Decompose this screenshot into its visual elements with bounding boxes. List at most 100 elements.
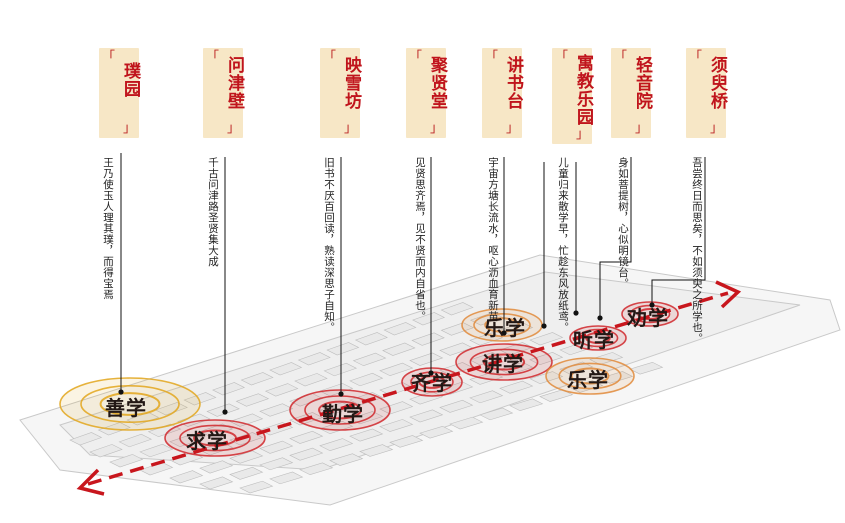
- leader-dot: [118, 389, 124, 395]
- zone-ring: [318, 400, 362, 420]
- poem-xuyuqiao: 吾尝终日而思矣，不如须臾之所学也。: [691, 157, 703, 344]
- zone-label-qixue: 齐学: [411, 371, 453, 395]
- building-block: [411, 332, 445, 346]
- building-block: [409, 352, 444, 366]
- zone-ring: [469, 348, 539, 376]
- zone-rings: [59, 301, 679, 457]
- building-block: [379, 419, 414, 432]
- building-block: [499, 380, 534, 394]
- building-block: [383, 322, 417, 336]
- spot-name: 聚贤堂: [427, 56, 447, 110]
- zone-ring-group: [569, 325, 627, 351]
- zone-label-lexue-upper: 乐学: [484, 316, 526, 340]
- poem-yingxuefang: 旧书不厌百回读，熟读深思子自知。: [323, 157, 335, 333]
- building-block: [235, 393, 270, 407]
- building-block: [440, 322, 475, 336]
- zone-ring-group: [455, 343, 553, 381]
- spot-tag-yujiaoleyuan: 「 寓教乐园 」: [552, 48, 593, 144]
- spot-name: 寓教乐园: [573, 54, 593, 126]
- spot-tag-qingyinyuan: 「 轻音院 」: [611, 48, 652, 138]
- poem-jiangshutai: 宇宙方塘长流水，呕心沥血育新苗: [487, 157, 499, 322]
- leader-dot: [573, 310, 579, 316]
- building-block: [509, 398, 544, 412]
- zone-ring: [99, 392, 161, 416]
- poem-line: 熟读深思子自知。: [323, 245, 335, 333]
- building-block: [289, 430, 324, 444]
- building-block: [229, 432, 264, 446]
- poem-line: 千古问津路: [207, 157, 219, 212]
- building-block: [352, 352, 387, 367]
- spot-name: 映雪坊: [341, 56, 361, 110]
- zone-label-qiuxue: 求学: [186, 429, 228, 453]
- zone-ring: [558, 362, 622, 390]
- poem-line: 王乃使玉人理其璞，: [102, 157, 114, 256]
- route-arrowhead-left: [76, 468, 105, 496]
- building-block: [479, 407, 514, 421]
- spot-name: 问津壁: [224, 56, 244, 110]
- leader-dot: [541, 323, 547, 329]
- poem-qingyinyuan: 身如菩提树，心似明镜台。: [617, 157, 629, 289]
- building-block: [259, 457, 294, 471]
- zone-ring-group: [461, 308, 543, 342]
- leader-dot: [222, 409, 228, 415]
- building-block: [239, 480, 274, 494]
- zone-ring: [473, 312, 531, 337]
- zone-label-jiangxue: 讲学: [482, 352, 524, 376]
- building-block: [469, 390, 504, 404]
- building-block: [439, 399, 474, 413]
- zone-label-qinxue: 勤学: [322, 402, 364, 426]
- poem-puyuan: 王乃使玉人理其璞，而得宝焉: [102, 157, 114, 300]
- zone-ring: [482, 353, 526, 371]
- spot-name: 讲书台: [503, 56, 523, 110]
- building-block: [212, 382, 246, 396]
- building-block: [259, 440, 294, 454]
- zone-label-tingxue: 听学: [573, 328, 615, 352]
- building-block: [297, 352, 331, 366]
- building-block: [206, 403, 240, 417]
- zone-label-quanxue: 劝学: [627, 306, 669, 330]
- poem-line: 忙趁东风放纸鸢。: [557, 245, 569, 333]
- building-block: [118, 433, 153, 448]
- building-block: [319, 438, 354, 452]
- spot-name: 轻音院: [632, 56, 652, 110]
- building-block: [409, 391, 444, 405]
- poem-line: 而得宝焉: [102, 256, 114, 300]
- poem-juxiantang: 见贤思齐焉，见不贤而内自省也。: [414, 157, 426, 322]
- leader-line: [651, 157, 706, 305]
- spot-tag-puyuan: 「 璞园 」: [99, 48, 140, 138]
- zone-ring: [418, 375, 446, 389]
- leader-dot: [597, 315, 603, 321]
- leader-dot: [649, 302, 655, 308]
- building-block: [409, 409, 444, 423]
- building-block: [269, 471, 304, 485]
- spot-tag-xuyuqiao: 「 须臾桥 」: [686, 48, 727, 138]
- building-block: [199, 476, 234, 490]
- poem-line: 不如须臾之所学也。: [691, 245, 703, 344]
- building-block: [439, 381, 474, 395]
- route-arrow: [76, 280, 742, 496]
- building-block: [599, 371, 634, 384]
- poem-line: 儿童归来散学早，: [557, 157, 569, 245]
- spot-tag-yingxuefang: 「 映雪坊 」: [320, 48, 361, 138]
- building-block: [139, 443, 174, 458]
- poem-line: 心似明镜台。: [617, 223, 629, 289]
- poem-wenjinbi: 千古问津路圣贤集大成: [207, 157, 219, 267]
- poem-line: 见不贤而内自省也。: [414, 223, 426, 322]
- poem-line: 旧书不厌百回读，: [323, 157, 335, 245]
- building-block: [259, 403, 294, 417]
- building-block: [629, 361, 664, 375]
- building-block: [199, 460, 234, 474]
- zone-ring: [179, 424, 251, 452]
- building-block: [349, 372, 384, 387]
- zone-ring: [80, 384, 180, 423]
- building-block: [294, 373, 328, 387]
- building-block: [379, 401, 414, 415]
- building-block: [529, 332, 564, 346]
- building-block: [323, 362, 358, 377]
- building-block: [379, 362, 414, 377]
- building-block: [539, 389, 574, 402]
- building-block: [329, 453, 364, 466]
- building-block: [89, 444, 123, 458]
